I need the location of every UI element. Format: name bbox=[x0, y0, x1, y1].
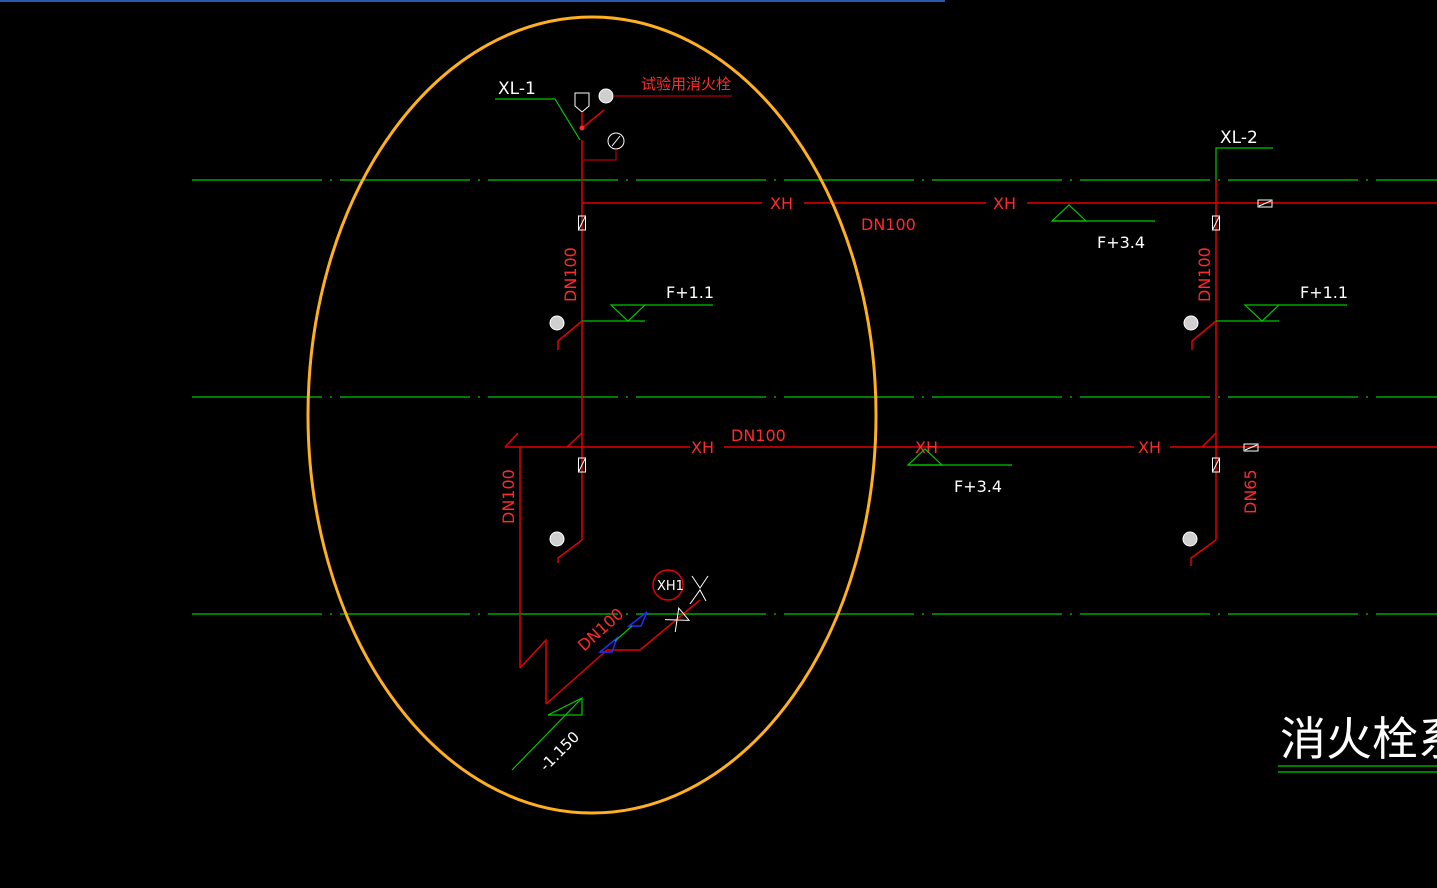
riser-xl2-size-lower: DN65 bbox=[1241, 469, 1260, 514]
floor-lines bbox=[192, 179, 1437, 615]
riser-xl1-label: XL-1 bbox=[498, 79, 536, 99]
highlight-ellipse bbox=[306, 15, 878, 815]
elevation-leader bbox=[511, 697, 583, 771]
pipe-break-icon bbox=[1201, 432, 1217, 448]
xh-label: XH bbox=[993, 194, 1016, 213]
check-valve-icon bbox=[597, 635, 619, 653]
riser-xl1-group: XL-1 试验用消火栓 DN100 F+1.1 bbox=[495, 75, 732, 563]
elevation-label-upper-left: F+1.1 bbox=[666, 283, 714, 302]
drawing-title: 消火栓系 bbox=[1280, 712, 1437, 766]
gate-valve-slash bbox=[1212, 216, 1220, 230]
inlet-diagonal-pipe bbox=[545, 649, 608, 705]
riser-xl2-group: XL-2 DN100 DN65 F+1.1 bbox=[1182, 128, 1348, 566]
elevation-triangle-icon bbox=[1050, 204, 1088, 222]
gate-valve-slash bbox=[578, 458, 586, 472]
xh-label: XH bbox=[770, 194, 793, 213]
elevation-triangle-icon bbox=[906, 448, 944, 466]
gate-valve-icon bbox=[578, 215, 586, 231]
pipe-break-icon bbox=[566, 432, 583, 448]
pressure-gauge-needle bbox=[611, 135, 621, 147]
valve-link bbox=[614, 625, 633, 642]
check-valve-icon bbox=[626, 611, 648, 627]
elevation-label-lower-main: F+3.4 bbox=[954, 477, 1002, 496]
hydrant-branch-upper bbox=[557, 320, 583, 350]
riser-xl2-label: XL-2 bbox=[1220, 128, 1258, 148]
fire-hydrant-icon bbox=[549, 531, 565, 547]
elevation-triangle-icon bbox=[1243, 304, 1281, 322]
fire-hydrant-icon bbox=[1183, 315, 1199, 331]
inlet-diagonal-pipe-2 bbox=[639, 599, 701, 651]
gate-valve-slash bbox=[1258, 200, 1272, 207]
xh1-badge-label: XH1 bbox=[657, 579, 684, 594]
test-hydrant-icon bbox=[598, 88, 614, 104]
test-valve-dot bbox=[579, 125, 585, 131]
riser-xl2-leader bbox=[1215, 147, 1273, 180]
inlet-drop-size-label: DN100 bbox=[499, 469, 518, 524]
xh-label: XH bbox=[915, 438, 938, 457]
hydrant-branch-lower-xl2 bbox=[1190, 539, 1217, 566]
fire-hydrant-icon bbox=[549, 315, 565, 331]
pipe-break-icon bbox=[504, 432, 519, 448]
gate-valve-icon bbox=[1212, 215, 1220, 231]
flange-icon bbox=[689, 589, 707, 605]
xh-lower-size-label: DN100 bbox=[731, 426, 786, 445]
xh-main-lower: XH DN100 XH XH F+3.4 bbox=[504, 426, 1437, 496]
elevation-triangle-icon bbox=[609, 304, 647, 322]
gate-valve-slash bbox=[1212, 458, 1220, 472]
hydrant-branch-lower bbox=[557, 539, 583, 563]
riser-xl1-size-upper: DN100 bbox=[561, 247, 580, 302]
elevation-label-upper-right: F+1.1 bbox=[1300, 283, 1348, 302]
xh-label: XH bbox=[1138, 438, 1161, 457]
xh-label: XH bbox=[691, 438, 714, 457]
gate-valve-icon bbox=[1243, 443, 1259, 452]
elevation-label-upper-main: F+3.4 bbox=[1097, 233, 1145, 252]
inlet-y-icon bbox=[691, 575, 709, 589]
gate-valve-icon bbox=[664, 606, 691, 632]
pipe-break-icon bbox=[519, 638, 547, 704]
riser-xl2-size-upper: DN100 bbox=[1195, 247, 1214, 302]
xh-upper-size-label: DN100 bbox=[861, 215, 916, 234]
drawing-title-group: 消火栓系 bbox=[1278, 712, 1437, 773]
hydrant-branch-upper-xl2 bbox=[1191, 320, 1217, 350]
xh1-badge bbox=[652, 569, 684, 601]
test-hydrant-outlet-icon bbox=[574, 92, 590, 113]
gate-valve-slash bbox=[1244, 444, 1258, 451]
gate-valve-icon bbox=[578, 457, 586, 473]
pressure-gauge-pipe bbox=[584, 149, 617, 161]
gate-valve-icon bbox=[1257, 199, 1273, 208]
gate-valve-slash bbox=[578, 216, 586, 230]
xh-main-upper: XH XH DN100 F+3.4 bbox=[582, 194, 1437, 252]
riser-xl1-leader bbox=[495, 98, 581, 141]
gate-valve-icon bbox=[1212, 457, 1220, 473]
test-hydrant-label: 试验用消火栓 bbox=[641, 75, 731, 93]
fire-hydrant-icon bbox=[1182, 531, 1198, 547]
